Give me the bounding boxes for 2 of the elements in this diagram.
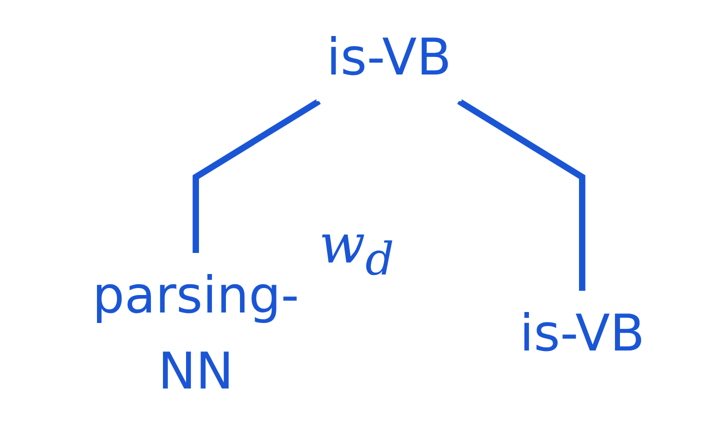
- tree-branch-line: [192, 98, 320, 253]
- tree-branch-line: [456, 98, 585, 291]
